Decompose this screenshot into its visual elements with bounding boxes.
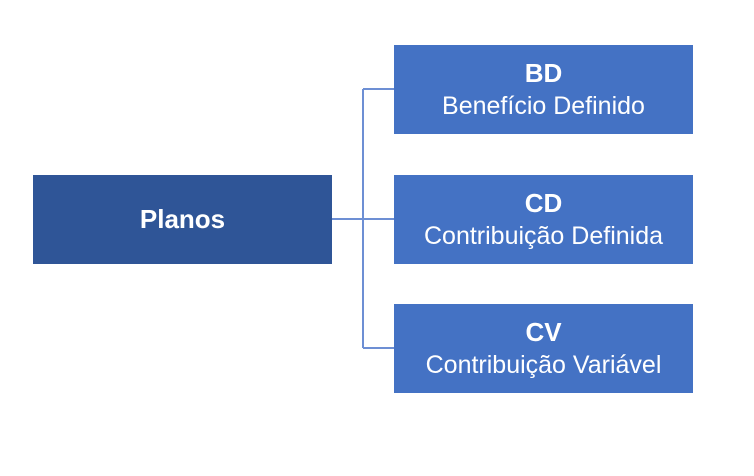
child-node-name: Benefício Definido xyxy=(442,91,645,120)
child-node-bd: BD Benefício Definido xyxy=(394,45,693,134)
child-node-code: CD xyxy=(524,187,563,218)
child-node-code: CV xyxy=(525,316,562,347)
child-node-name: Contribuição Variável xyxy=(425,350,662,379)
child-node-code: BD xyxy=(524,57,563,88)
child-node-cd: CD Contribuição Definida xyxy=(394,175,693,264)
root-node-planos: Planos xyxy=(33,175,332,264)
root-node-label: Planos xyxy=(139,204,226,234)
child-node-name: Contribuição Definida xyxy=(423,221,664,250)
child-node-cv: CV Contribuição Variável xyxy=(394,304,693,393)
